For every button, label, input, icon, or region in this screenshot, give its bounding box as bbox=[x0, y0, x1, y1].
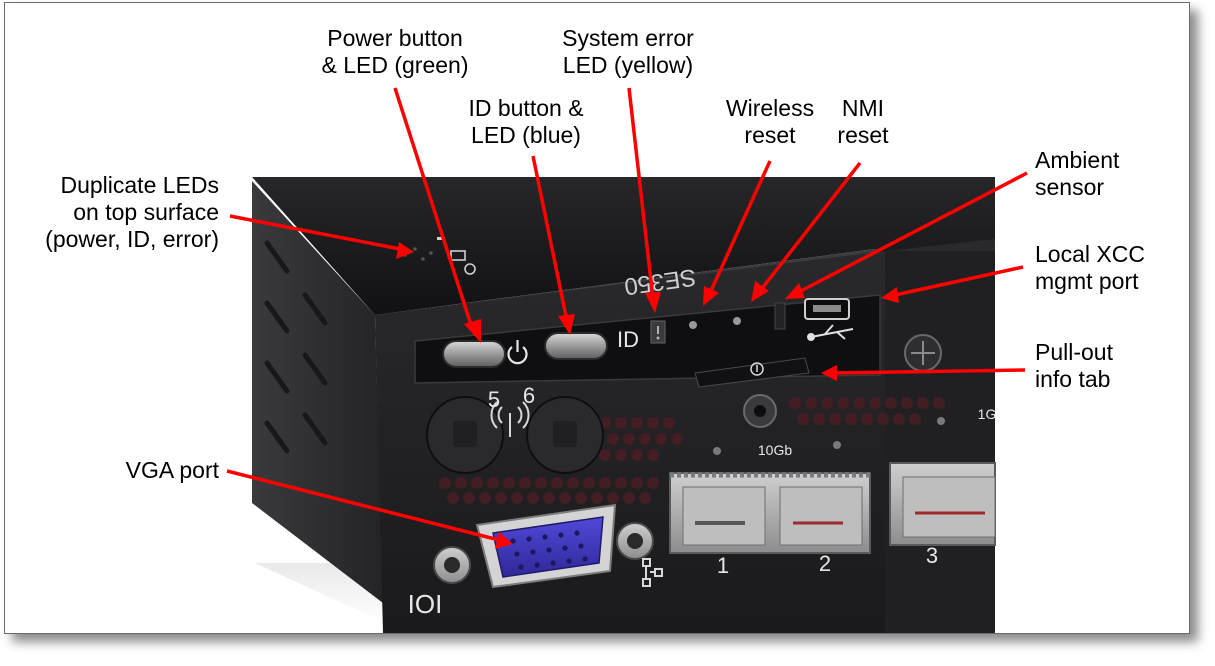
arrow-wireless-reset bbox=[708, 160, 772, 294]
figure-frame: SE350 ID 5 6 10Gb 1G 1 2 3 IOI bbox=[4, 2, 1190, 634]
callout-wireless-reset: Wireless reset bbox=[725, 95, 815, 148]
callout-arrows bbox=[226, 87, 1028, 549]
callout-duplicate-leds: Duplicate LEDs on top surface (power, ID… bbox=[45, 172, 219, 252]
callout-pull-out-tab: Pull-out info tab bbox=[1035, 339, 1113, 392]
nmi-reset-pinhole bbox=[733, 317, 741, 325]
arrow-vga-port bbox=[226, 469, 500, 542]
chassis-top-surface bbox=[252, 177, 995, 315]
callout-id-button: ID button & LED (blue) bbox=[468, 95, 584, 148]
arrow-id-button bbox=[531, 155, 569, 322]
speed-label-1g: 1G bbox=[978, 406, 997, 422]
radio-number-6: 6 bbox=[523, 383, 535, 408]
sfp-port-number-1: 1 bbox=[717, 553, 729, 578]
port-leds bbox=[713, 417, 945, 455]
sfp-cage-3 bbox=[889, 462, 996, 546]
network-icon bbox=[642, 558, 663, 587]
server-front-panel-diagram: SE350 ID 5 6 10Gb 1G 1 2 3 IOI bbox=[226, 87, 1028, 633]
sfp-port-number-3: 3 bbox=[926, 543, 938, 568]
sfp-port-number-2: 2 bbox=[819, 551, 831, 576]
power-button bbox=[442, 340, 506, 368]
usb-icon bbox=[807, 324, 854, 341]
arrow-power-button bbox=[393, 87, 475, 332]
arrow-ambient-sensor bbox=[796, 171, 1028, 295]
id-button bbox=[544, 332, 608, 360]
callout-nmi-reset: NMI reset bbox=[837, 95, 889, 148]
id-label: ID bbox=[617, 327, 639, 352]
serial-port-label: IOI bbox=[408, 589, 443, 619]
side-vent-slots bbox=[264, 240, 328, 454]
power-icon bbox=[507, 340, 528, 365]
callout-vga-port: VGA port bbox=[125, 457, 219, 483]
vent-pattern bbox=[439, 397, 945, 504]
sfp-cage-1-2 bbox=[669, 472, 871, 554]
chassis-left-side bbox=[252, 181, 383, 603]
callout-system-error: System error LED (yellow) bbox=[562, 25, 694, 78]
callout-local-xcc: Local XCC mgmt port bbox=[1035, 241, 1145, 294]
vga-port bbox=[433, 503, 654, 589]
arrow-system-error bbox=[627, 87, 655, 300]
callout-power-button: Power button & LED (green) bbox=[321, 25, 469, 78]
control-strip bbox=[414, 294, 881, 384]
arrow-pull-out-tab bbox=[834, 368, 1026, 375]
wireless-antenna-icon bbox=[490, 401, 530, 437]
arrow-local-xcc bbox=[894, 265, 1024, 297]
arrow-nmi-reset bbox=[758, 161, 862, 293]
speed-label-10gb: 10Gb bbox=[758, 442, 792, 458]
ambient-sensor-window bbox=[774, 302, 786, 330]
radio-number-5: 5 bbox=[488, 387, 500, 412]
right-module bbox=[885, 251, 995, 633]
arrow-duplicate-leds bbox=[229, 214, 401, 251]
callout-ambient-sensor: Ambient sensor bbox=[1035, 147, 1120, 200]
wireless-reset-pinhole bbox=[689, 321, 697, 329]
